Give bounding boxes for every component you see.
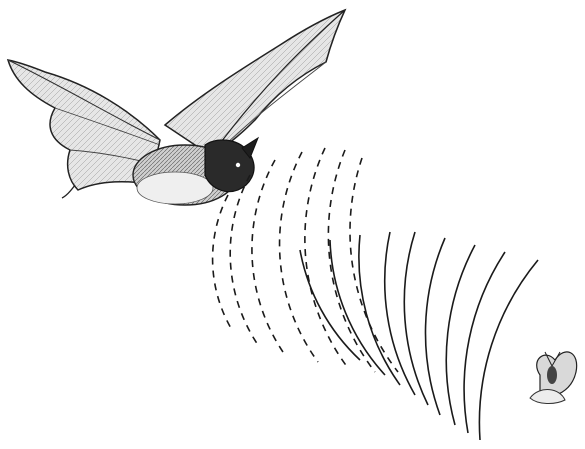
bat-right-wing	[165, 10, 345, 155]
bat	[8, 10, 345, 205]
returning-echo-waves	[300, 232, 538, 440]
moth	[530, 352, 577, 404]
